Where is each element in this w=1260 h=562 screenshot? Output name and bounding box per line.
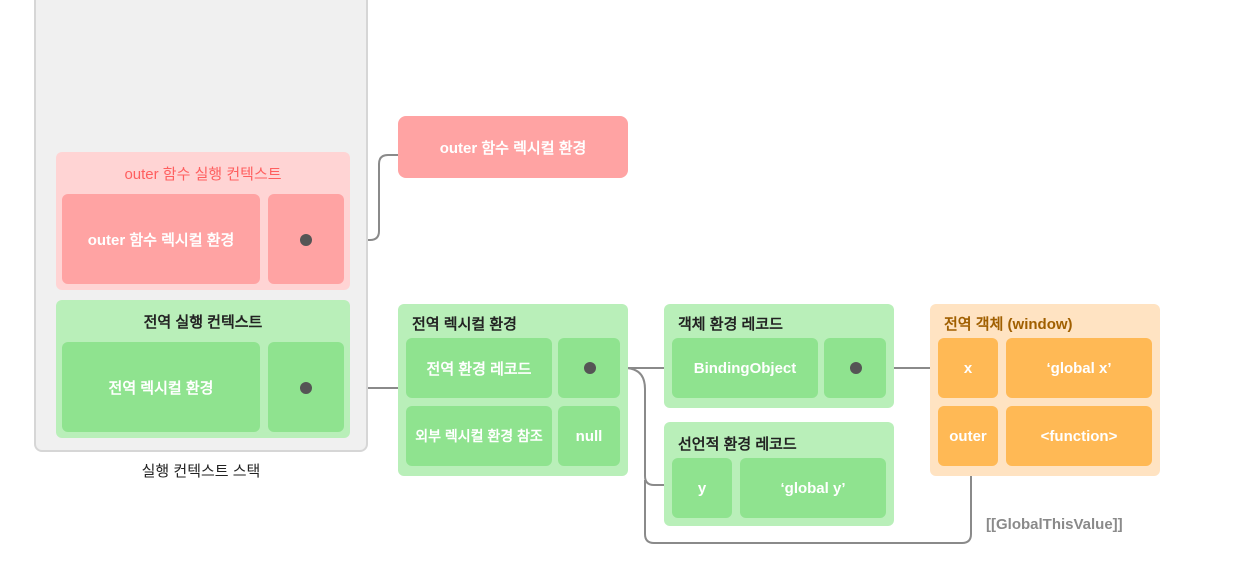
outer-execution-context-title: outer 함수 실행 컨텍스트 <box>124 166 282 183</box>
binding-object-label: BindingObject <box>693 359 797 377</box>
binding-object-cell: BindingObject <box>672 338 818 398</box>
outer-env-reference-value: null <box>575 427 603 445</box>
stack-caption: 실행 컨텍스트 스택 <box>141 463 261 480</box>
global-env-record-pointer-dot <box>584 362 596 374</box>
outer-lexical-environment: outer 함수 렉시컬 환경 <box>398 116 628 178</box>
outer-context-lexical-env-cell: outer 함수 렉시컬 환경 <box>62 194 260 284</box>
wire-record-to-declarative-record <box>623 367 664 486</box>
outer-env-reference-label: 외부 렉시컬 환경 참조 <box>415 428 543 444</box>
declarative-binding-value: ‘global y’ <box>780 479 846 497</box>
global-context-pointer-dot <box>300 382 312 394</box>
global-object-property-name-cell: x <box>938 338 998 398</box>
global-env-record-label: 전역 환경 레코드 <box>426 360 532 378</box>
wire-outer-env-ref <box>306 154 400 241</box>
global-env-record-cell: 전역 환경 레코드 <box>406 338 552 398</box>
outer-context-lexical-env-label: outer 함수 렉시컬 환경 <box>87 231 235 249</box>
global-context-lexical-env-cell: 전역 렉시컬 환경 <box>62 342 260 432</box>
object-environment-record-title: 객체 환경 레코드 <box>678 316 783 333</box>
declarative-binding-name: y <box>697 479 707 497</box>
outer-context-pointer-dot <box>300 234 312 246</box>
wire-global-this-value <box>644 476 972 544</box>
global-context-lexical-env-label: 전역 렉시컬 환경 <box>108 379 214 397</box>
global-object-property-value-cell: ‘global x’ <box>1006 338 1152 398</box>
global-execution-context-title: 전역 실행 컨텍스트 <box>143 314 263 331</box>
global-object-property-value: <function> <box>1040 427 1118 445</box>
global-this-value-label: [[GlobalThisValue]] <box>986 516 1123 533</box>
declarative-environment-record-title: 선언적 환경 레코드 <box>678 436 797 453</box>
global-object-property-value: ‘global x’ <box>1046 359 1112 377</box>
global-lexical-environment-title: 전역 렉시컬 환경 <box>412 316 517 333</box>
global-object-property-name-cell: outer <box>938 406 998 466</box>
global-object-property-name: outer <box>949 427 987 445</box>
global-object-property-name: x <box>963 359 973 377</box>
outer-lexical-environment-title: outer 함수 렉시컬 환경 <box>439 139 587 157</box>
outer-env-reference-cell: 외부 렉시컬 환경 참조 <box>406 406 552 466</box>
outer-env-reference-value-cell: null <box>558 406 620 466</box>
global-object-window-title: 전역 객체 (window) <box>944 316 1073 333</box>
declarative-binding-name-cell: y <box>672 458 732 518</box>
global-object-property-value-cell: <function> <box>1006 406 1152 466</box>
binding-object-pointer-dot <box>850 362 862 374</box>
declarative-binding-value-cell: ‘global y’ <box>740 458 886 518</box>
